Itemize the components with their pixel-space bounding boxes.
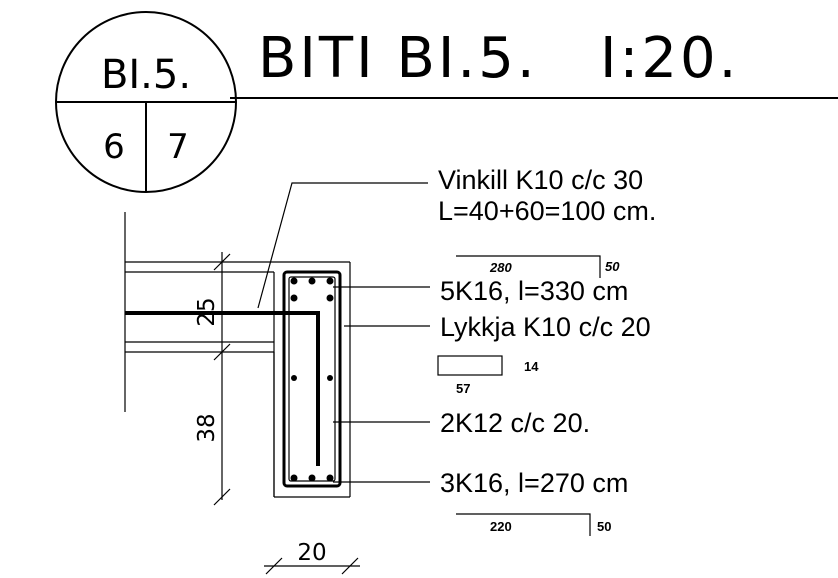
callouts: Vinkill K10 c/c 30 L=40+60=100 cm. 280 5… [437, 165, 656, 536]
callout-stirrup: Lykkja K10 c/c 20 [440, 312, 651, 342]
side-bar-2 [327, 375, 333, 381]
badge-sheet-left: 6 [103, 127, 125, 167]
side-bar-1 [291, 375, 297, 381]
angle-stirrup-bar [125, 311, 320, 466]
tick-slab-top [213, 253, 231, 271]
bottom-bar-2 [308, 474, 316, 482]
leader-lines [257, 182, 430, 483]
stirrup-width: 57 [456, 381, 470, 396]
stirrup-shape-sketch [437, 355, 503, 376]
beam-width-dimension: 20 [297, 540, 326, 566]
stirrup-height: 14 [524, 359, 539, 374]
callout-bottom-bars: 3K16, l=270 cm [440, 468, 628, 498]
concrete-outline [124, 212, 351, 498]
callout-angle-line1: Vinkill K10 c/c 30 [438, 165, 643, 195]
top-bar-5 [326, 294, 334, 302]
beam-drop-dimension: 38 [194, 413, 220, 442]
tick-beam-bottom [213, 488, 231, 506]
badge-detail-label: BI.5. [101, 52, 191, 98]
top-bar-2 [308, 277, 316, 285]
top-bar-1 [290, 277, 298, 285]
reinforcement [125, 270, 342, 488]
badge-sheet-right: 7 [167, 127, 189, 167]
callout-side-bars: 2K12 c/c 20. [440, 408, 590, 438]
bottom-bar-shape-sketch [456, 513, 591, 536]
top-bar-3 [326, 277, 334, 285]
top-bar-length-main: 280 [489, 260, 512, 275]
bottom-bar-length-hook: 50 [597, 519, 611, 534]
drawing-title: BITI BI.5. I:20. [258, 26, 739, 91]
callout-top-bars: 5K16, l=330 cm [440, 276, 628, 306]
leader-angle-stirrup [257, 182, 428, 309]
dimensions: 25 38 20 [194, 252, 360, 575]
title-block: BI.5. 6 7 BITI BI.5. I:20. [55, 11, 838, 193]
tick-width-right [341, 557, 359, 575]
top-bar-length-hook: 50 [605, 259, 620, 274]
slab-thickness-dimension: 25 [194, 297, 220, 326]
callout-angle-line2: L=40+60=100 cm. [438, 196, 656, 226]
stirrup-loop [282, 270, 342, 488]
tick-slab-bottom [213, 343, 231, 361]
tick-width-left [265, 557, 283, 575]
top-bar-4 [290, 294, 298, 302]
bottom-bar-3 [326, 474, 334, 482]
top-bar-shape-sketch [456, 255, 601, 278]
bottom-bar-length-main: 220 [490, 519, 512, 534]
bottom-bar-1 [290, 474, 298, 482]
